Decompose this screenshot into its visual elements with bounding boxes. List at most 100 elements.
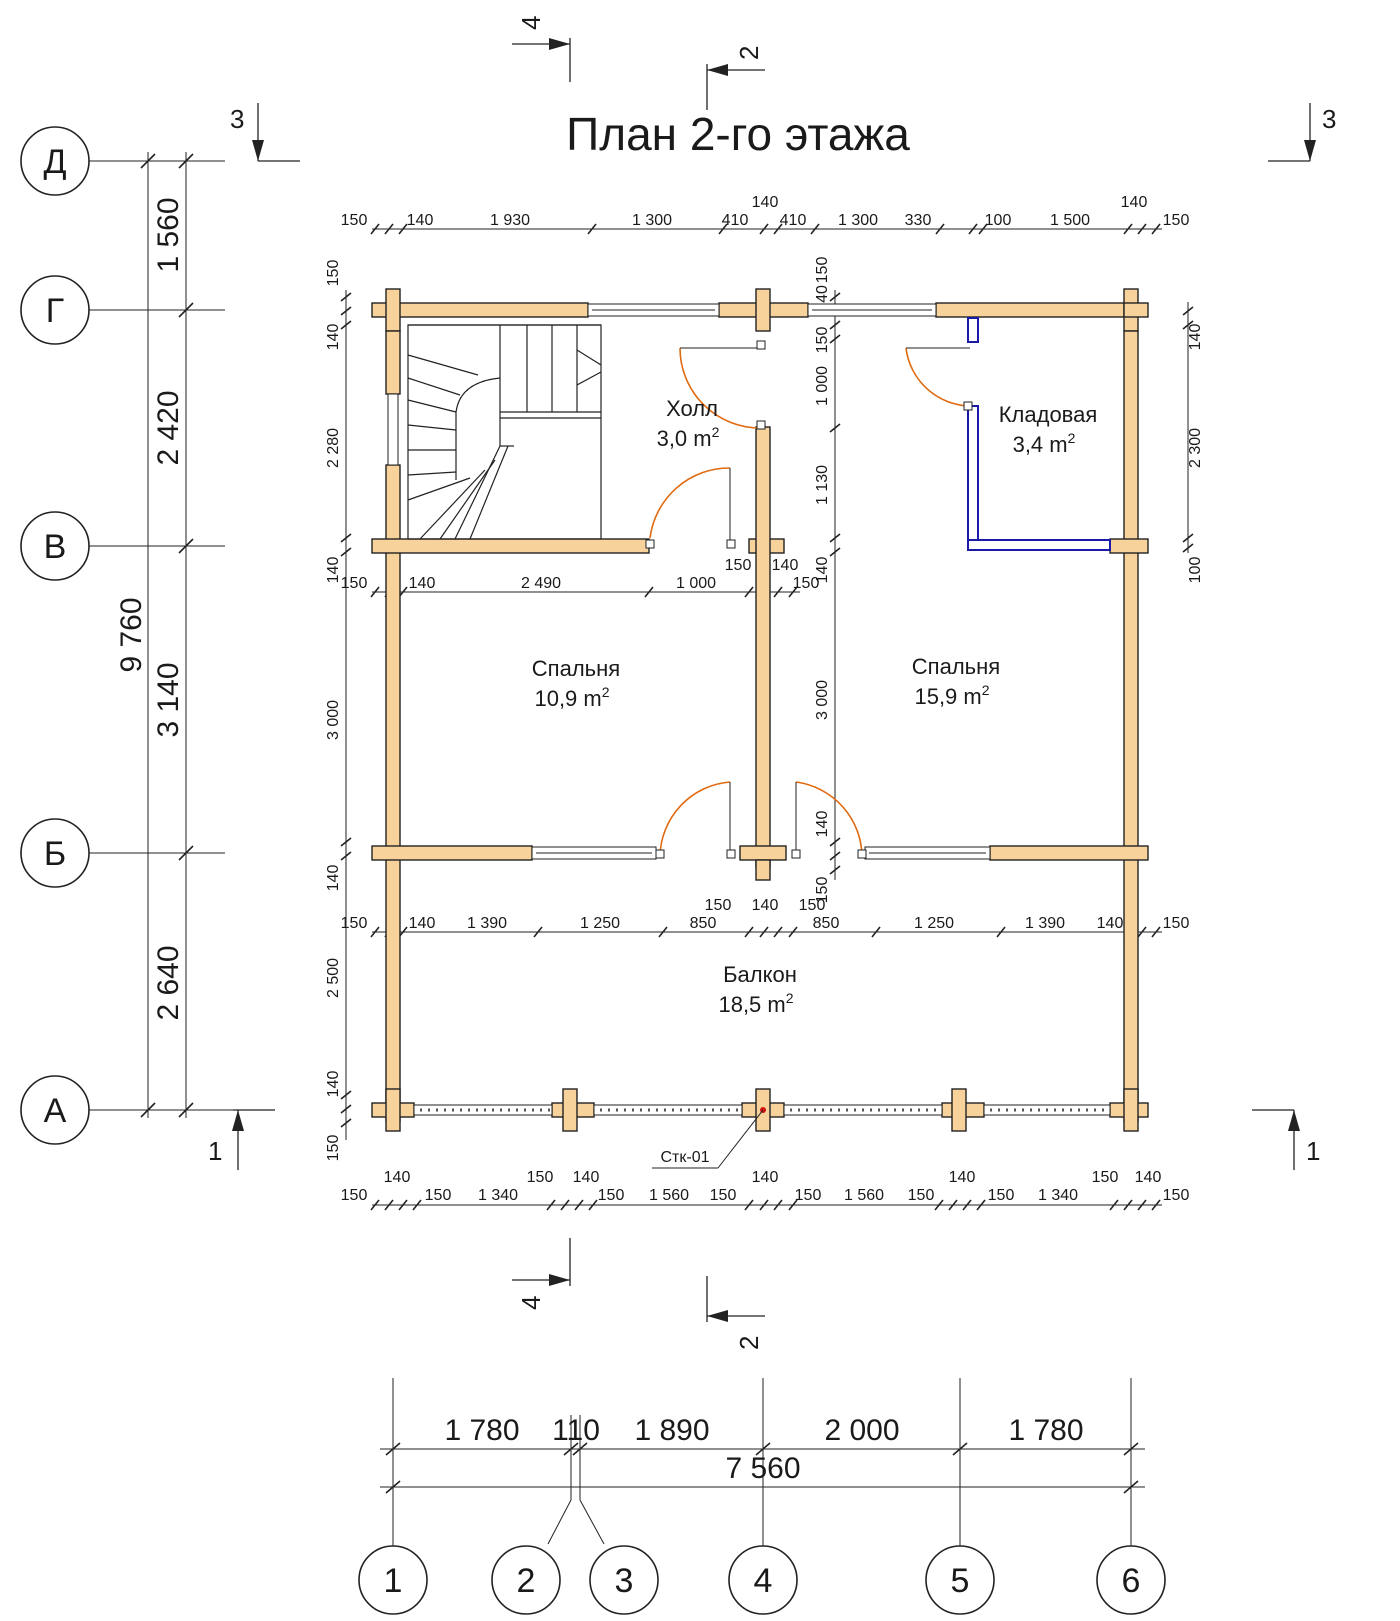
windows [387,303,991,860]
dim-li-8: 150 [325,1135,342,1162]
dim-bal-6: 140 [752,897,779,914]
dim-row-2: 2 420 [152,390,185,465]
balcony-dimension-chain: 150 140 1 390 1 250 850 150 140 150 850 … [341,897,1189,938]
dim-bal-9: 1 250 [914,915,954,932]
storage-partition [967,317,1111,551]
dim-bot-14: 150 [988,1187,1015,1204]
axis-3-label: 3 [615,1562,634,1600]
room-storage-area: 3,4 m2 [1013,430,1076,457]
dim-top-12: 150 [1163,212,1190,229]
dim-mv-8: 150 [814,877,831,904]
dim-li-5: 140 [325,865,342,892]
door-bedroom-left [659,781,731,857]
dim-bal-5: 150 [705,897,732,914]
room-bedroom-left-name: Спальня [532,656,620,681]
dim-bot-18: 150 [1163,1187,1190,1204]
row-axes: Д Г В Б А [20,126,270,1145]
dim-mv-6: 3 000 [814,680,831,720]
axis-3-circle [589,1545,659,1615]
dim-top-4: 410 [722,212,749,229]
dim-bot-6: 150 [598,1187,625,1204]
dim-bot-13: 140 [949,1169,976,1186]
dim-mid-1: 140 [409,575,436,592]
dim-bot-17: 140 [1135,1169,1162,1186]
right-dimension-chain: 140 2 300 100 [1182,302,1204,584]
dim-axis-total: 7 560 [725,1452,800,1485]
axis-2-label: 2 [517,1562,536,1600]
dim-r-2: 100 [1187,557,1204,584]
dim-r-0: 140 [1187,324,1204,351]
dim-li-7: 140 [325,1071,342,1098]
dim-bot-7: 1 560 [649,1187,689,1204]
bottom-dimension-chain: 150 140 150 1 340 150 140 150 1 560 150 … [341,1169,1190,1211]
section-4-top: 4 [516,16,546,30]
dim-mid-5: 140 [772,557,799,574]
dim-row-3: 3 140 [152,662,185,737]
dim-li-2: 2 280 [325,428,342,468]
left-dimensions: 9 760 1 560 2 420 3 140 2 640 [115,152,194,1118]
door-stair [649,467,731,539]
section-1-right: 1 [1306,1136,1320,1166]
dim-mv-2: 150 [814,327,831,354]
dim-bal-0: 150 [341,915,368,932]
dim-bot-9: 140 [752,1169,779,1186]
dim-top-0: 150 [341,212,368,229]
room-bedroom-left-area: 10,9 m2 [534,684,609,711]
dim-bal-11: 140 [1097,915,1124,932]
axis-a-circle [20,1075,90,1145]
dim-li-4: 3 000 [325,700,342,740]
room-bedroom-right-name: Спальня [912,654,1000,679]
dim-mv-4: 1 130 [814,465,831,505]
mid-vertical-dimension-chain: 40 150 150 1 000 1 130 140 3 000 140 150 [814,257,841,904]
dim-top-11: 140 [1121,194,1148,211]
column-tag-label: Стк-01 [660,1149,709,1166]
dim-top-10: 1 500 [1050,212,1090,229]
axis-b-circle [20,818,90,888]
axis-4-circle [728,1545,798,1615]
doors [645,340,973,859]
dim-bot-2: 150 [425,1187,452,1204]
column-axes: 1 780 110 1 890 2 000 1 780 7 560 1 2 3 … [358,1378,1166,1615]
room-storage-name: Кладовая [999,402,1098,427]
room-hall-name: Холл [666,396,718,421]
room-balcony-area: 18,5 m2 [718,990,793,1017]
dim-bal-4: 850 [690,915,717,932]
left-inner-dimension-chain: 150 140 2 280 140 3 000 140 2 500 140 15… [325,260,352,1162]
mid-dimension-chain: 150 140 2 490 1 000 150 140 150 [341,557,820,598]
dim-row-1: 1 560 [152,197,185,272]
dim-top-8: 330 [905,212,932,229]
axis-2-circle [491,1545,561,1615]
dim-top-3: 1 300 [632,212,672,229]
dim-li-3: 140 [325,557,342,584]
staircase [407,324,602,540]
dim-bot-3: 1 340 [478,1187,518,1204]
dim-bal-8: 850 [813,915,840,932]
section-2-bottom: 2 [734,1336,764,1350]
room-balcony-name: Балкон [723,962,797,987]
section-3-right: 3 [1322,104,1336,134]
dim-bot-12: 150 [908,1187,935,1204]
dim-total-height: 9 760 [115,597,148,672]
dim-bal-10: 1 390 [1025,915,1065,932]
room-bedroom-right-area: 15,9 m2 [914,682,989,709]
dim-mid-0: 150 [341,575,368,592]
axis-d-circle [20,126,90,196]
dim-mid-2: 2 490 [521,575,561,592]
section-1-left: 1 [208,1136,222,1166]
axis-6-circle [1096,1545,1166,1615]
dim-axis-4: 1 780 [1008,1414,1083,1447]
dim-bot-10: 150 [795,1187,822,1204]
axis-4-label: 4 [754,1562,773,1600]
dim-bot-5: 140 [573,1169,600,1186]
dim-axis-2: 1 890 [634,1414,709,1447]
dim-mid-6: 150 [793,575,820,592]
axis-d-label: Д [43,143,66,181]
dim-bot-1: 140 [384,1169,411,1186]
dim-row-4: 2 640 [152,945,185,1020]
dim-bal-3: 1 250 [580,915,620,932]
dim-top-1: 140 [407,212,434,229]
door-hall [679,347,761,429]
dim-mv-0: 40 [814,285,831,303]
dim-bal-1: 140 [409,915,436,932]
room-hall-area: 3,0 m2 [657,424,720,451]
